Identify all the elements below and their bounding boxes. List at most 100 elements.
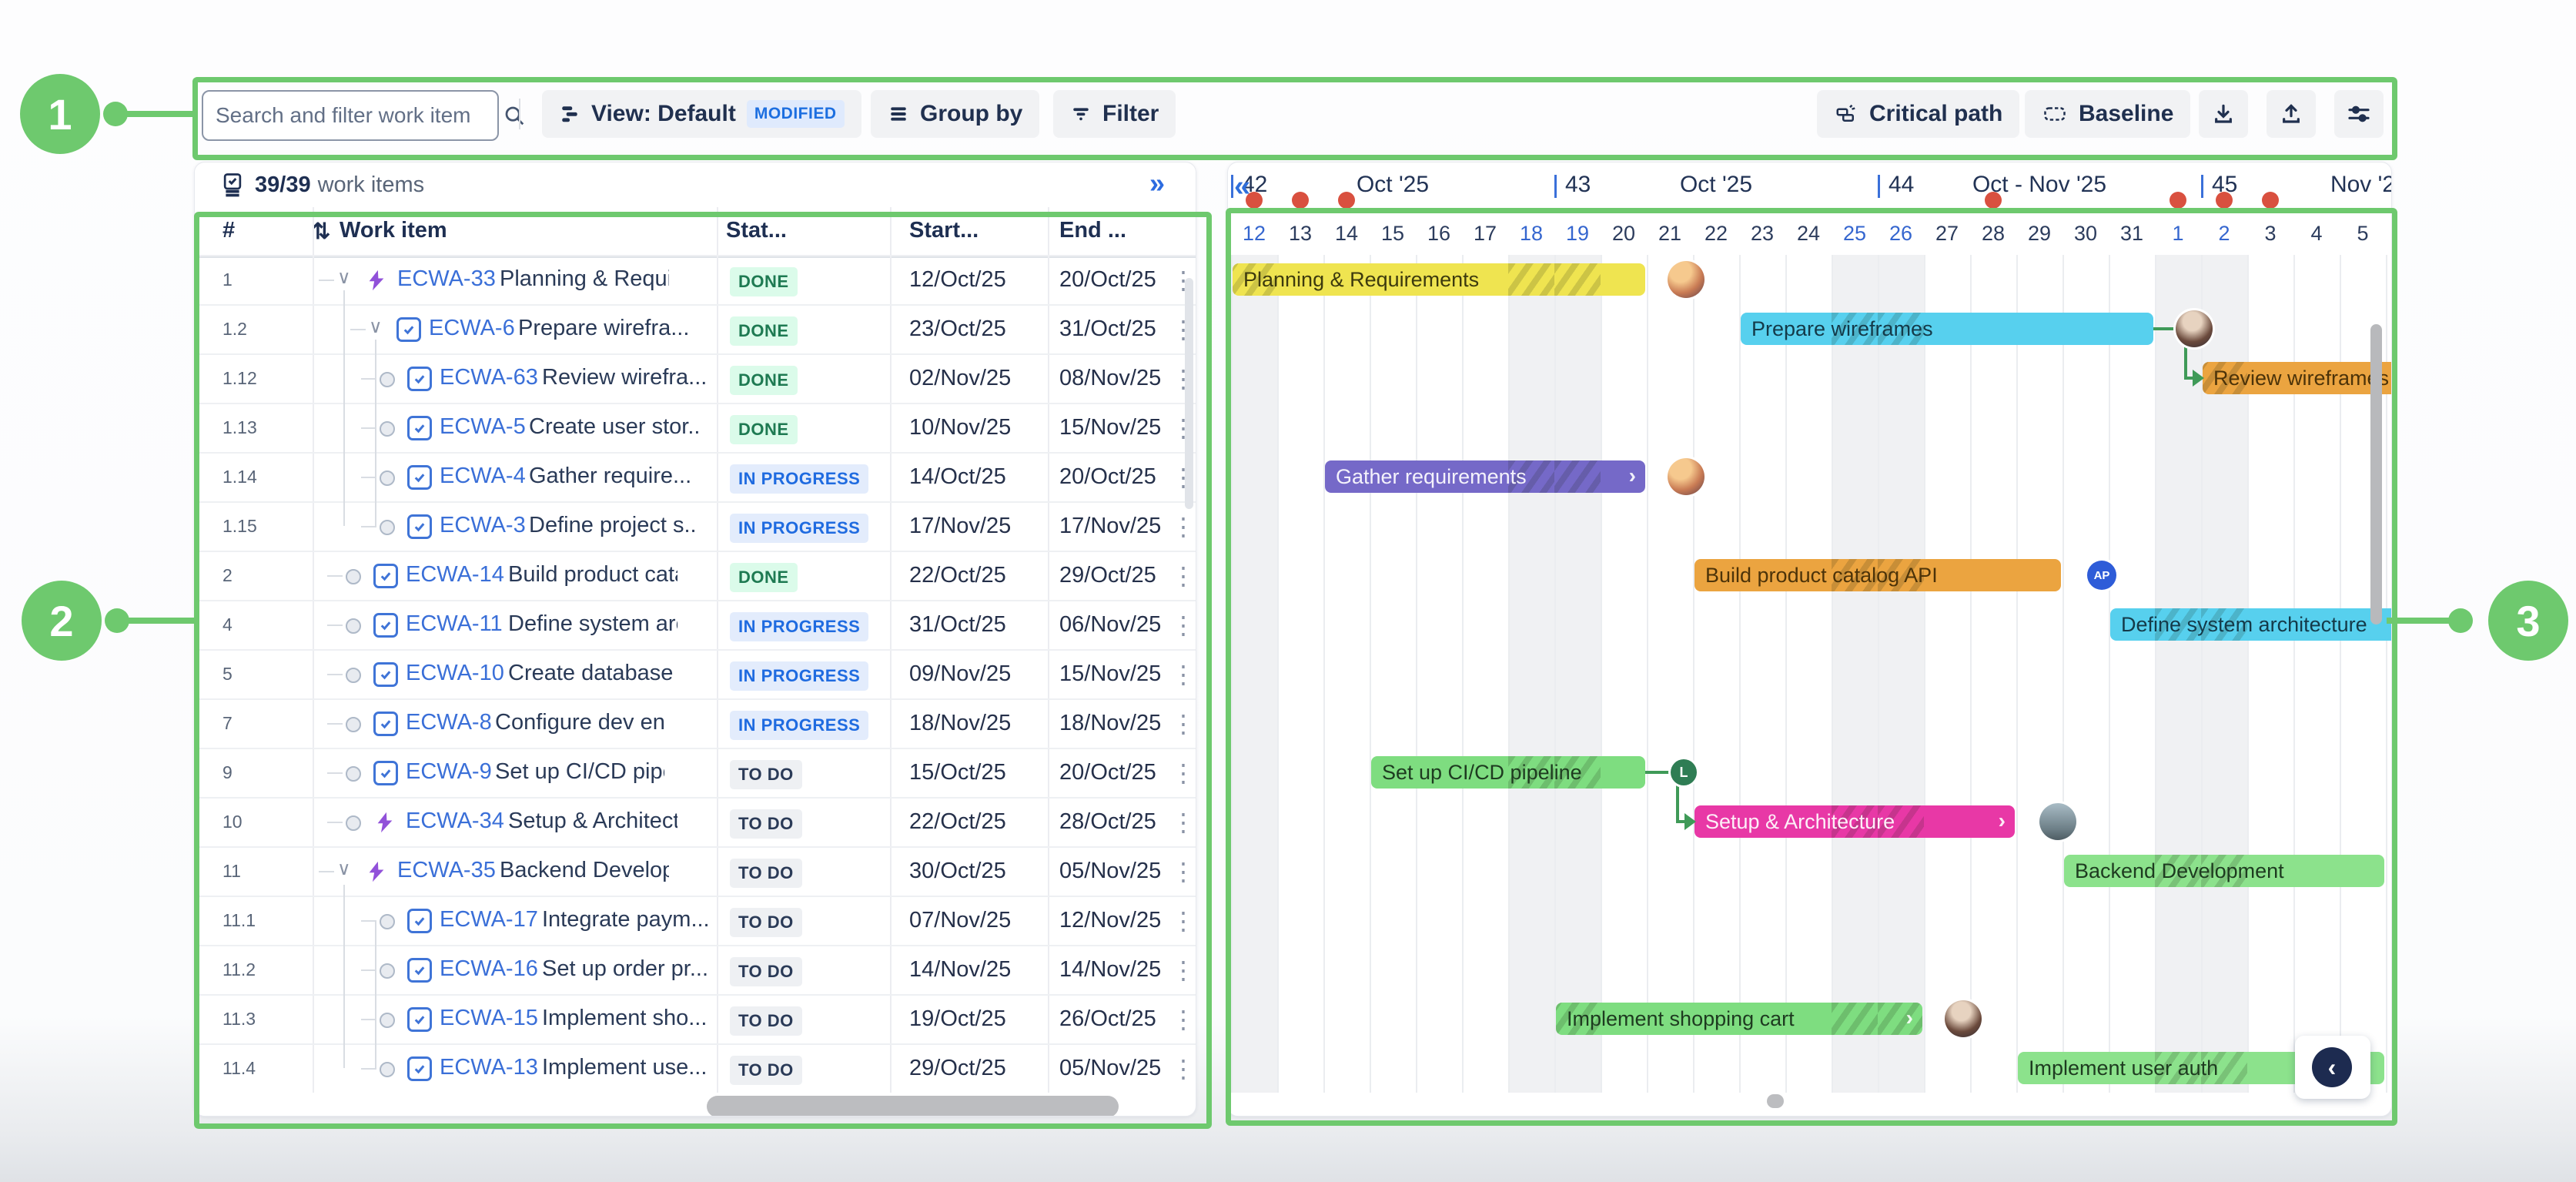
link-handle-icon[interactable]	[380, 963, 395, 979]
status-badge[interactable]: IN PROGRESS	[730, 464, 869, 494]
end-date[interactable]: 28/Oct/25	[1059, 809, 1156, 834]
chevron-down-icon[interactable]: ∨	[337, 859, 351, 879]
gantt-bar[interactable]: Gather requirements›	[1325, 460, 1645, 493]
status-badge[interactable]: IN PROGRESS	[730, 612, 869, 641]
work-item-key[interactable]: ECWA-10	[406, 661, 504, 685]
kebab-menu-icon[interactable]: ⋮	[1171, 710, 1196, 738]
assignee-avatar[interactable]	[2039, 803, 2076, 840]
kebab-menu-icon[interactable]: ⋮	[1171, 907, 1196, 935]
status-badge[interactable]: IN PROGRESS	[730, 711, 869, 740]
end-date[interactable]: 12/Nov/25	[1059, 908, 1162, 933]
assignee-avatar[interactable]	[2176, 310, 2213, 347]
kebab-menu-icon[interactable]: ⋮	[1171, 513, 1196, 541]
link-handle-icon[interactable]	[380, 372, 395, 387]
gantt-vertical-scrollbar[interactable]	[2370, 324, 2382, 624]
gantt-bar[interactable]: Backend Development	[2064, 855, 2384, 887]
link-handle-icon[interactable]	[380, 470, 395, 486]
start-date[interactable]: 02/Nov/25	[909, 366, 1012, 390]
start-date[interactable]: 18/Nov/25	[909, 711, 1012, 735]
start-date[interactable]: 22/Oct/25	[909, 563, 1006, 588]
start-date[interactable]: 15/Oct/25	[909, 760, 1006, 785]
work-item-key[interactable]: ECWA-9	[406, 759, 492, 784]
end-date[interactable]: 15/Nov/25	[1059, 415, 1162, 440]
end-date[interactable]: 26/Oct/25	[1059, 1006, 1156, 1031]
assignee-avatar-l[interactable]: L	[1671, 759, 1697, 785]
status-badge[interactable]: TO DO	[730, 908, 802, 937]
end-date[interactable]: 05/Nov/25	[1059, 859, 1162, 883]
start-date[interactable]: 09/Nov/25	[909, 661, 1012, 686]
start-date[interactable]: 17/Nov/25	[909, 514, 1012, 538]
status-badge[interactable]: TO DO	[730, 760, 802, 789]
gantt-bar[interactable]: Prepare wireframes	[1741, 313, 2153, 345]
link-handle-icon[interactable]	[380, 1013, 395, 1028]
assignee-avatar[interactable]	[1668, 458, 1705, 495]
start-date[interactable]: 30/Oct/25	[909, 859, 1006, 883]
work-item-key[interactable]: ECWA-34	[406, 809, 504, 833]
link-handle-icon[interactable]	[380, 520, 395, 535]
link-handle-icon[interactable]	[380, 421, 395, 437]
work-item-key[interactable]: ECWA-6	[429, 316, 515, 340]
status-badge[interactable]: DONE	[730, 267, 798, 296]
baseline-button[interactable]: Baseline	[2025, 90, 2191, 138]
chevron-down-icon[interactable]: ∨	[337, 267, 351, 288]
expand-panel-icon[interactable]: »	[1149, 167, 1165, 199]
import-button[interactable]	[2199, 90, 2248, 138]
critical-path-button[interactable]: Critical path	[1817, 90, 2020, 138]
kebab-menu-icon[interactable]: ⋮	[1171, 1006, 1196, 1033]
kebab-menu-icon[interactable]: ⋮	[1171, 611, 1196, 639]
gantt-bar[interactable]: Build product catalog API	[1694, 559, 2061, 591]
status-badge[interactable]: TO DO	[730, 1006, 802, 1036]
assignee-avatar[interactable]	[1945, 1000, 1982, 1037]
status-badge[interactable]: TO DO	[730, 1056, 802, 1085]
gantt-bar[interactable]: Planning & Requirements	[1233, 263, 1645, 296]
column-status[interactable]: Stat...	[726, 218, 787, 243]
end-date[interactable]: 31/Oct/25	[1059, 316, 1156, 341]
start-date[interactable]: 29/Oct/25	[909, 1056, 1006, 1080]
end-date[interactable]: 14/Nov/25	[1059, 957, 1162, 982]
settings-button[interactable]	[2334, 90, 2384, 138]
end-date[interactable]: 20/Oct/25	[1059, 267, 1156, 292]
link-handle-icon[interactable]	[346, 766, 361, 782]
end-date[interactable]: 18/Nov/25	[1059, 711, 1162, 735]
start-date[interactable]: 07/Nov/25	[909, 908, 1012, 933]
work-item-key[interactable]: ECWA-33	[397, 266, 496, 291]
start-date[interactable]: 22/Oct/25	[909, 809, 1006, 834]
work-item-key[interactable]: ECWA-17	[440, 907, 538, 932]
status-badge[interactable]: DONE	[730, 415, 798, 444]
kebab-menu-icon[interactable]: ⋮	[1171, 661, 1196, 688]
gantt-bar[interactable]: Setup & Architecture›	[1694, 805, 2015, 838]
start-date[interactable]: 23/Oct/25	[909, 316, 1006, 341]
table-horizontal-scrollbar[interactable]	[707, 1096, 1119, 1116]
gantt-horizontal-scrollbar[interactable]	[1767, 1094, 1784, 1108]
link-handle-icon[interactable]	[380, 1062, 395, 1077]
status-badge[interactable]: DONE	[730, 366, 798, 395]
assignee-avatar[interactable]	[1668, 261, 1705, 298]
status-badge[interactable]: TO DO	[730, 809, 802, 839]
column-start[interactable]: Start...	[909, 218, 979, 243]
end-date[interactable]: 15/Nov/25	[1059, 661, 1162, 686]
work-item-key[interactable]: ECWA-15	[440, 1006, 538, 1030]
status-badge[interactable]: DONE	[730, 316, 798, 346]
work-item-key[interactable]: ECWA-4	[440, 464, 526, 488]
work-item-key[interactable]: ECWA-13	[440, 1055, 538, 1080]
status-badge[interactable]: IN PROGRESS	[730, 661, 869, 691]
work-item-key[interactable]: ECWA-63	[440, 365, 538, 390]
kebab-menu-icon[interactable]: ⋮	[1171, 858, 1196, 886]
kebab-menu-icon[interactable]: ⋮	[1171, 956, 1196, 984]
status-badge[interactable]: TO DO	[730, 859, 802, 888]
column-number[interactable]: #	[222, 218, 236, 243]
